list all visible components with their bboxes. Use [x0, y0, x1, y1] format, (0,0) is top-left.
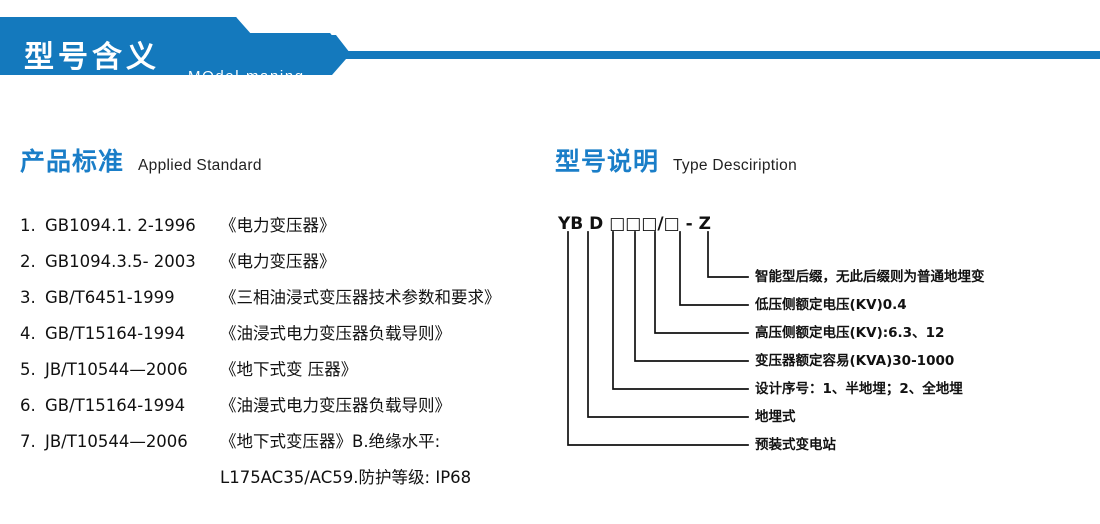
leader-lines [567, 231, 749, 446]
list-item: 5. JB/T10544—2006 《地下式变 压器》 [20, 360, 550, 398]
list-item-code: GB/T15164-1994 [45, 396, 186, 415]
list-item: 3. GB/T6451-1999 《三相油浸式变压器技术参数和要求》 [20, 288, 550, 326]
list-item: 1. GB1094.1. 2-1996 《电力变压器》 [20, 216, 550, 254]
list-item-code: GB/T6451-1999 [45, 288, 175, 307]
list-item-index: 4. [20, 324, 36, 343]
banner-subtitle: MOdel maning [188, 68, 305, 85]
section-heading-cn: 型号说明 [555, 147, 660, 176]
list-item-continuation: L175AC35/AC59.防护等级: IP68 [20, 468, 550, 506]
list-item-code: GB1094.1. 2-1996 [45, 216, 196, 235]
list-item-title: 《地下式变压器》B.绝缘水平: [220, 432, 441, 451]
list-item-title: 《地下式变 压器》 [220, 360, 358, 379]
section-heading-en: Type Desciription [673, 157, 797, 174]
list-item-title: 《油浸式电力变压器负载导则》 [220, 324, 451, 343]
leader-label-list: 智能型后缀，无此后缀则为普通地埋变 低压侧额定电压(KV)0.4 高压侧额定电压… [548, 210, 1100, 468]
type-code-diagram: YB D □□□/□ - Z 智能型后缀，无此后缀则为普 [548, 210, 1100, 468]
list-item: 2. GB1094.3.5- 2003 《电力变压器》 [20, 252, 550, 290]
section-heading-applied-standard: 产品标准 Applied Standard [20, 142, 262, 178]
continuation-text: L175AC35/AC59.防护等级: IP68 [220, 468, 472, 487]
list-item: 6. GB/T15164-1994 《油漫式电力变压器负载导则》 [20, 396, 550, 434]
banner-shape [0, 17, 1100, 75]
standards-list: 1. GB1094.1. 2-1996 《电力变压器》 2. GB1094.3.… [20, 216, 550, 506]
section-heading-type-description: 型号说明 Type Desciription [555, 142, 797, 178]
list-item-code: GB/T15164-1994 [45, 324, 186, 343]
list-item-title: 《电力变压器》 [220, 216, 336, 235]
leader-label: 地埋式 [755, 409, 796, 425]
banner-title: 型号含义 [24, 40, 160, 75]
list-item-index: 1. [20, 216, 36, 235]
section-heading-cn: 产品标准 [20, 147, 125, 176]
list-item-code: GB1094.3.5- 2003 [45, 252, 196, 271]
list-item-title: 《电力变压器》 [220, 252, 336, 271]
continuation-spacer [20, 470, 220, 506]
list-item-index: 2. [20, 252, 36, 271]
list-item-index: 3. [20, 288, 36, 307]
list-item-title: 《油漫式电力变压器负载导则》 [220, 396, 451, 415]
list-item: 7. JB/T10544—2006 《地下式变压器》B.绝缘水平: [20, 432, 550, 470]
list-item-code: JB/T10544—2006 [45, 432, 188, 451]
section-heading-en: Applied Standard [138, 157, 262, 174]
list-item-index: 6. [20, 396, 36, 415]
list-item-index: 7. [20, 432, 36, 451]
type-code-string: YB D □□□/□ - Z [558, 214, 711, 234]
leader-label: 高压侧额定电压(KV):6.3、12 [755, 325, 945, 341]
leader-label: 设计序号：1、半地埋；2、全地埋 [755, 381, 963, 397]
list-item-code: JB/T10544—2006 [45, 360, 188, 379]
list-item-index: 5. [20, 360, 36, 379]
leader-label: 低压侧额定电压(KV)0.4 [755, 297, 907, 313]
header-banner: 型号含义 MOdel maning [0, 17, 1100, 85]
leader-label: 变压器额定容易(KVA)30-1000 [755, 353, 955, 369]
leader-label: 智能型后缀，无此后缀则为普通地埋变 [755, 269, 985, 285]
list-item-title: 《三相油浸式变压器技术参数和要求》 [220, 288, 501, 307]
list-item: 4. GB/T15164-1994 《油浸式电力变压器负载导则》 [20, 324, 550, 362]
leader-label: 预装式变电站 [755, 437, 836, 453]
